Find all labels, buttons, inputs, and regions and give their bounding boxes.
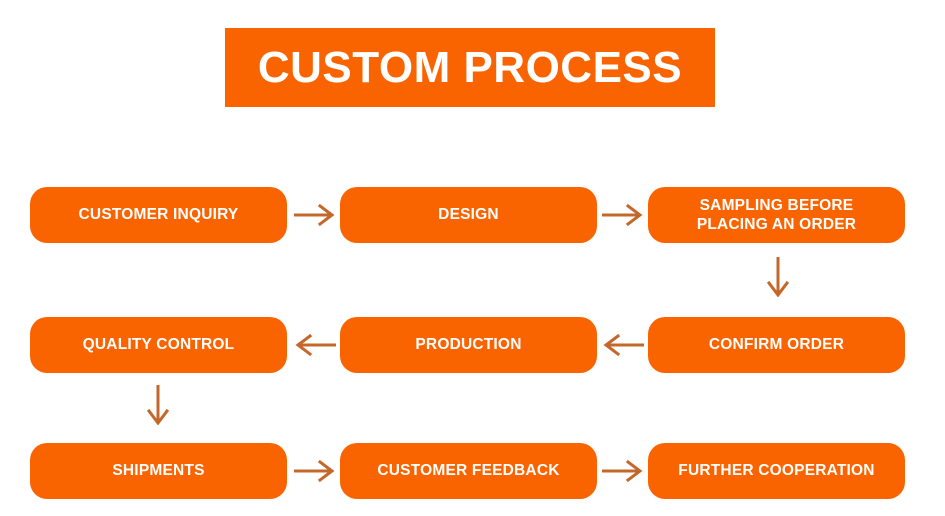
flow-node-label: FURTHER COOPERATION xyxy=(678,462,875,480)
flow-node-label: QUALITY CONTROL xyxy=(82,336,235,354)
flow-node-customer-inquiry[interactable]: CUSTOMER INQUIRY xyxy=(30,187,287,243)
flow-node-label: CONFIRM ORDER xyxy=(708,336,845,354)
arrow-right-icon xyxy=(600,458,646,484)
page-title: CUSTOM PROCESS xyxy=(257,42,683,92)
flow-node-confirm-order[interactable]: CONFIRM ORDER xyxy=(648,317,905,373)
flow-node-sampling-before-placing-an-order[interactable]: SAMPLING BEFORE PLACING AN ORDER xyxy=(648,187,905,243)
arrow-down-icon xyxy=(145,383,171,429)
flow-node-label: SAMPLING BEFORE PLACING AN ORDER xyxy=(696,196,857,233)
arrow-right-icon xyxy=(292,202,338,228)
arrow-right-icon xyxy=(600,202,646,228)
flow-node-production[interactable]: PRODUCTION xyxy=(340,317,597,373)
arrow-right-icon xyxy=(292,458,338,484)
flow-node-design[interactable]: DESIGN xyxy=(340,187,597,243)
flow-node-quality-control[interactable]: QUALITY CONTROL xyxy=(30,317,287,373)
flow-node-further-cooperation[interactable]: FURTHER COOPERATION xyxy=(648,443,905,499)
flow-node-label: PRODUCTION xyxy=(415,336,522,354)
flow-node-customer-feedback[interactable]: CUSTOMER FEEDBACK xyxy=(340,443,597,499)
arrow-left-icon xyxy=(600,332,646,358)
flow-node-label: CUSTOMER INQUIRY xyxy=(78,206,239,224)
flow-node-label: DESIGN xyxy=(438,206,499,224)
page-title-banner: CUSTOM PROCESS xyxy=(225,28,715,107)
arrow-down-icon xyxy=(765,255,791,301)
arrow-left-icon xyxy=(292,332,338,358)
flow-node-label: CUSTOMER FEEDBACK xyxy=(377,462,560,480)
flow-node-shipments[interactable]: SHIPMENTS xyxy=(30,443,287,499)
flow-node-label: SHIPMENTS xyxy=(112,462,205,480)
